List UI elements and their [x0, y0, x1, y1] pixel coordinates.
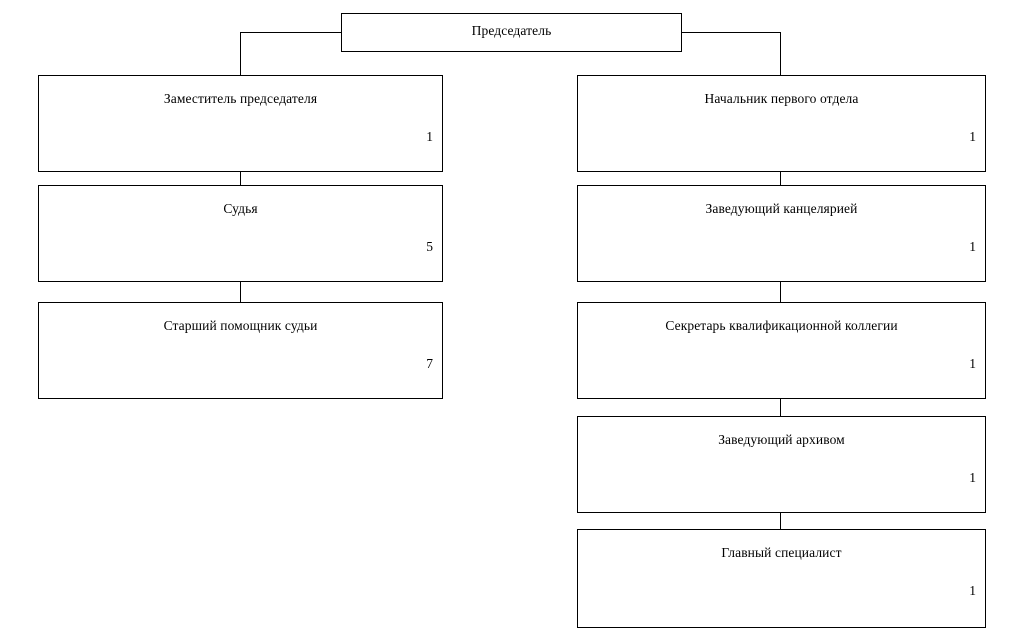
org-node-right-3-label: Заведующий архивом — [718, 432, 845, 447]
connector-root-left-vertical — [240, 32, 242, 76]
org-node-left-1-count: 5 — [426, 239, 433, 254]
org-node-left-0-count: 1 — [426, 129, 433, 144]
org-node-right-1[interactable]: Заведующий канцелярией 1 — [577, 185, 986, 282]
connector-left-1-to-2 — [240, 281, 242, 303]
connector-right-0-to-1 — [780, 171, 782, 186]
org-node-right-2[interactable]: Секретарь квалификационной коллегии 1 — [577, 302, 986, 399]
org-node-right-0[interactable]: Начальник первого отдела 1 — [577, 75, 986, 172]
connector-right-3-to-4 — [780, 512, 782, 530]
org-node-left-0[interactable]: Заместитель председателя 1 — [38, 75, 443, 172]
org-node-left-2[interactable]: Старший помощник судьи 7 — [38, 302, 443, 399]
org-node-left-2-count: 7 — [426, 356, 433, 371]
org-node-left-0-label: Заместитель председателя — [163, 91, 318, 106]
connector-left-0-to-1 — [240, 171, 242, 186]
org-node-right-2-label: Секретарь квалификационной коллегии — [665, 318, 898, 333]
org-node-right-2-count: 1 — [969, 356, 976, 371]
org-node-chairman-label: Председатель — [471, 23, 552, 38]
org-node-right-4-count: 1 — [969, 583, 976, 598]
org-node-left-2-label: Старший помощник судьи — [163, 318, 318, 333]
connector-right-2-to-3 — [780, 398, 782, 417]
connector-root-right-vertical — [780, 32, 782, 76]
org-node-right-3-count: 1 — [969, 470, 976, 485]
org-node-right-1-label: Заведующий канцелярией — [705, 201, 858, 216]
connector-right-1-to-2 — [780, 281, 782, 303]
org-node-right-4-label: Главный специалист — [721, 545, 842, 560]
org-node-right-0-label: Начальник первого отдела — [704, 91, 859, 106]
org-node-right-4[interactable]: Главный специалист 1 — [577, 529, 986, 628]
org-node-right-3[interactable]: Заведующий архивом 1 — [577, 416, 986, 513]
org-node-right-1-count: 1 — [969, 239, 976, 254]
connector-root-right-horizontal — [681, 32, 781, 34]
org-node-right-0-count: 1 — [969, 129, 976, 144]
connector-root-left-horizontal — [240, 32, 342, 34]
org-node-chairman[interactable]: Председатель — [341, 13, 682, 52]
org-node-left-1-label: Судья — [223, 201, 258, 216]
org-node-left-1[interactable]: Судья 5 — [38, 185, 443, 282]
